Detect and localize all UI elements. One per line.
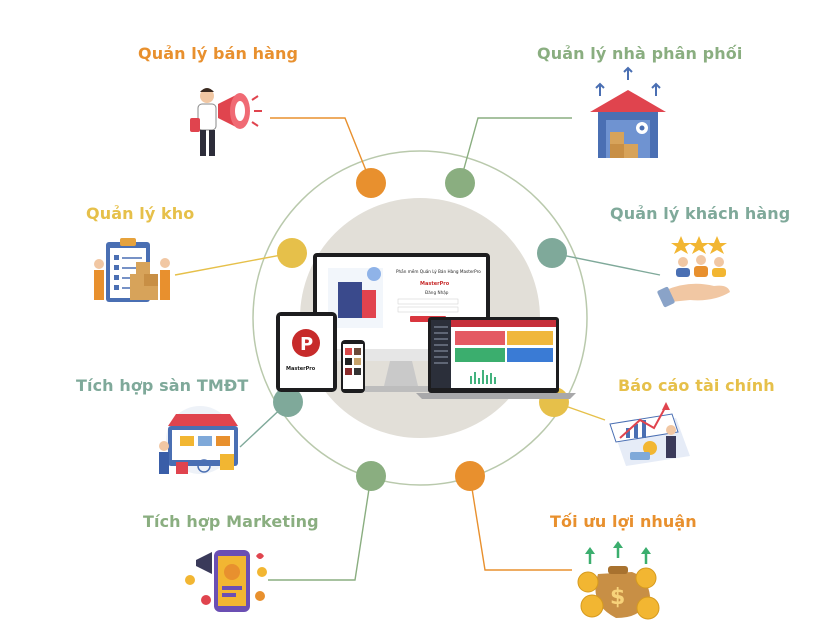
nodes [273,168,569,491]
megaphone-person-icon [190,88,262,156]
monitor-brand: MasterPro [420,281,450,287]
tablet-brand: MasterPro [286,366,316,372]
monitor-title: Phần mềm Quản Lý Bán Hàng MasterPro [396,269,481,274]
node-marketing [356,461,386,491]
phone [341,340,365,393]
finance-report-icon [609,402,690,466]
connector-customer [551,252,661,276]
label-warehouse: Quản lý kho [86,204,195,223]
inventory-clipboard-icon [94,238,170,302]
warehouse-icon [590,66,666,158]
label-finance: Báo cáo tài chính [618,376,775,395]
label-distributor: Quản lý nhà phân phối [537,44,743,63]
node-sales [356,168,386,198]
outer-ring [252,150,588,486]
device-mockup: Phần mềm Quản Lý Bán Hàng MasterPro Mast… [276,253,576,399]
node-profit [455,461,485,491]
connectors [174,117,661,581]
connector-sales [270,117,372,184]
label-profit: Tối ưu lợi nhuận [550,512,697,531]
label-ecommerce: Tích hợp sàn TMĐT [76,376,249,395]
customer-rating-icon [657,236,730,308]
svg-text:P: P [300,334,313,355]
node-customer [537,238,567,268]
label-marketing: Tích hợp Marketing [143,512,319,531]
svg-text:$: $ [610,585,625,610]
laptop [416,317,576,399]
tablet: P MasterPro [276,312,337,392]
connector-profit [469,475,572,571]
node-ecommerce [273,387,303,417]
connector-marketing [268,475,372,581]
money-bag-icon: $ [577,541,660,620]
login-label: Đăng Nhập [425,290,449,295]
connector-distributor [459,117,572,184]
connector-warehouse [174,252,293,276]
label-sales: Quản lý bán hàng [138,44,299,63]
node-warehouse [277,238,307,268]
ecommerce-store-icon [159,406,238,474]
node-distributor [445,168,475,198]
marketing-phone-icon [185,550,267,612]
label-customer: Quản lý khách hàng [610,204,791,223]
